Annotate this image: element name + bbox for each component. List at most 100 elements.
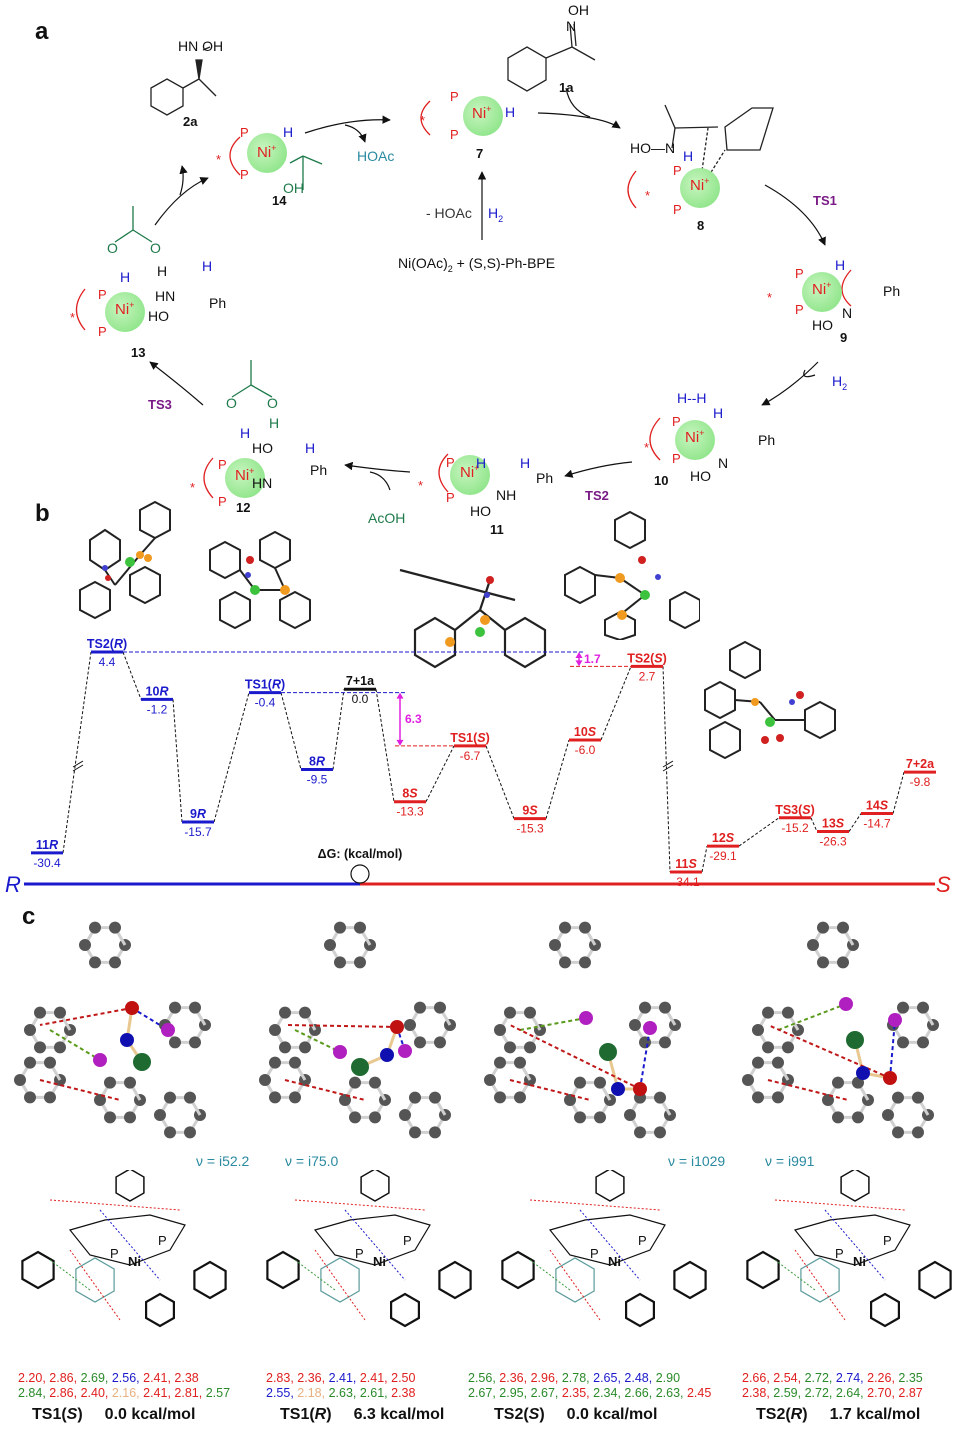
distance-value: 2.74, [835, 1371, 868, 1385]
energy-profile-chart: 6.31.711R-30.4TS2(R)4.410R-1.29R-15.7TS1… [5, 637, 951, 897]
distance-value: 2.63, [328, 1386, 360, 1400]
ni-center-8 [680, 168, 720, 208]
hydride-8: H [683, 148, 694, 164]
level-value-8S: -13.3 [396, 805, 424, 819]
stereo-h-13: H [202, 258, 213, 274]
mol3d-ts2-r [79, 500, 171, 620]
ball-stick-ts1-s [14, 921, 211, 1139]
hydride-7: H [505, 104, 516, 120]
ni-label-10: Ni+ [685, 428, 705, 446]
12-ph: Ph [310, 462, 328, 478]
distance-value: 2.56, [468, 1371, 500, 1385]
p-label: P [672, 451, 681, 466]
distance-row: 2.38, 2.59, 2.72, 2.64, 2.70, 2.87 [742, 1386, 923, 1400]
connector-13S-14S [848, 813, 862, 832]
ni-label-13: Ni+ [115, 300, 135, 318]
distance-value: 2.66, [624, 1386, 656, 1400]
panel-c-letter: c [22, 903, 36, 930]
level-value-TS3(S): -15.2 [781, 821, 809, 835]
distance-value: 2.90 [655, 1371, 681, 1385]
distance-value: 2.84, [18, 1386, 50, 1400]
level-label-7+2a: 7+2a [906, 757, 935, 771]
12-o: O [226, 395, 237, 411]
ni-label-7: Ni+ [472, 104, 492, 122]
level-label-8R: 8R [309, 755, 325, 769]
distance-value: 2.78, [561, 1371, 594, 1385]
distance-value: 2.36, [297, 1371, 329, 1385]
p-label: P [795, 302, 804, 317]
connector-10S-TS2(S) [600, 666, 632, 741]
ni-label-8: Ni+ [690, 176, 710, 194]
svg-text:P: P [355, 1246, 364, 1261]
s-end-label: S [936, 872, 951, 897]
level-label-TS1(R): TS1(R) [245, 678, 285, 692]
distance-value: 2.86, [49, 1371, 81, 1385]
level-label-11S: 11S [675, 857, 697, 871]
level-value-12S: -29.1 [709, 849, 737, 863]
13-o: O [107, 240, 118, 256]
axis-break-mark [662, 760, 674, 772]
p-label: P [98, 287, 107, 302]
distance-value: 2.81, [174, 1386, 206, 1400]
10-ph: Ph [758, 432, 776, 448]
distance-value: 2.41, [143, 1386, 175, 1400]
svg-text:P: P [835, 1246, 844, 1261]
ts-title: TS1(R)6.3 kcal/mol [280, 1406, 445, 1423]
ni-center-14 [247, 133, 287, 173]
ts3-label: TS3 [148, 397, 172, 412]
distance-value: 2.34, [593, 1386, 625, 1400]
origin-marker [350, 864, 370, 884]
ts-ball-and-stick-models [14, 921, 939, 1139]
distance-value: 2.95, [499, 1386, 531, 1400]
ball-stick-ts1-r [259, 921, 456, 1139]
distance-value: 2.26, [867, 1371, 899, 1385]
9-ph: Ph [883, 283, 901, 299]
distance-value: 2.87 [898, 1386, 923, 1400]
12-ho: HO [252, 440, 273, 456]
distance-value: 2.83, [266, 1371, 298, 1385]
distance-value: 2.61, [359, 1386, 392, 1400]
ni-center-9 [802, 272, 842, 312]
connector-8R-7+1a [332, 689, 345, 770]
level-value-10S: -6.0 [575, 743, 596, 757]
distance-value: 2.67, [468, 1386, 500, 1400]
distance-value: 2.41, [328, 1371, 360, 1385]
ni-center-7 [463, 96, 503, 136]
svg-text:Ni: Ni [853, 1254, 866, 1269]
distance-value: 2.48, [624, 1371, 656, 1385]
level-value-11R: -30.4 [33, 856, 61, 870]
level-value-10R: -1.2 [147, 702, 168, 716]
distance-value: 2.35, [561, 1386, 594, 1400]
axis-label: ΔG: (kcal/mol) [318, 847, 403, 861]
svg-text:P: P [110, 1246, 119, 1261]
9-n: N [842, 305, 853, 321]
ts-title: TS1(S)0.0 kcal/mol [32, 1406, 196, 1423]
ni-center-11 [450, 455, 490, 495]
connector-TS1(R)-8R [280, 692, 302, 770]
ni-label-11: Ni+ [460, 463, 480, 481]
r-end-label: R [5, 872, 21, 897]
13-ph: Ph [209, 295, 227, 311]
level-label-8S: 8S [402, 787, 418, 801]
ni-label-14: Ni+ [257, 143, 277, 161]
ts-title: TS2(S)0.0 kcal/mol [494, 1406, 658, 1423]
level-label-TS2(S): TS2(S) [627, 651, 667, 665]
distance-value: 2.36, [499, 1371, 531, 1385]
panel-a-letter: a [35, 18, 49, 45]
ts1-label: TS1 [813, 193, 837, 208]
8-ho-n: HO—N [630, 140, 676, 156]
distance-value: 2.16, [111, 1386, 144, 1400]
level-value-TS1(R): -0.4 [255, 696, 276, 710]
axis-break-mark [72, 760, 84, 772]
p-label: P [672, 414, 681, 429]
svg-text:P: P [403, 1233, 412, 1248]
p-label: P [446, 455, 455, 470]
1a-n: N [566, 18, 577, 34]
level-value-9R: -15.7 [184, 825, 212, 839]
label-12: 12 [236, 500, 251, 515]
14-oh: OH [283, 180, 304, 196]
distance-value: 2.65, [593, 1371, 625, 1385]
p-label: P [218, 457, 227, 472]
